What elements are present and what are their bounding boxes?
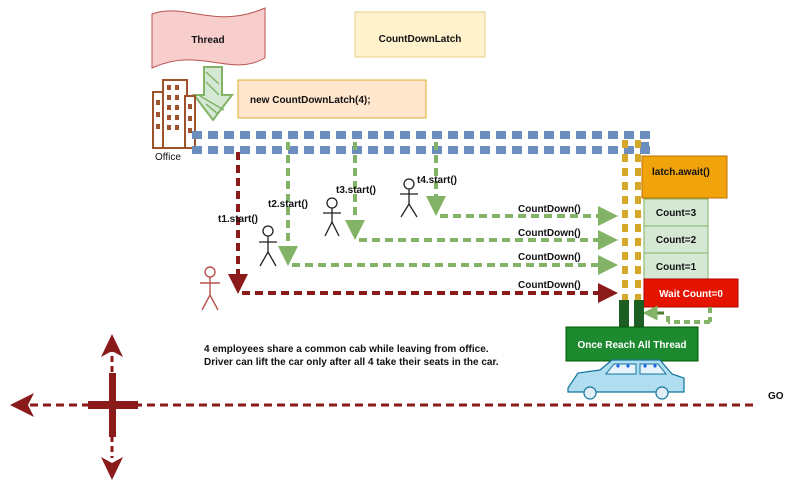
wait-count-box: Wait Count=0 [643, 278, 739, 308]
employee-t2-icon [259, 225, 277, 267]
latch-await-box: latch.await() [641, 155, 728, 199]
t1-countdown-label: CountDown() [518, 280, 581, 291]
office-building-icon [152, 79, 196, 149]
blue-dashed-band [192, 131, 650, 154]
t3-start-label: t3.start() [336, 185, 376, 196]
latch-await-label: latch.await() [652, 167, 710, 178]
count-2-label: Count=2 [656, 235, 697, 246]
caption-line-1: 4 employees share a common cab while lea… [204, 344, 489, 355]
employee-t3-icon [323, 197, 341, 237]
caption-line-2: Driver can lift the car only after all 4… [204, 357, 499, 368]
t1-start-label: t1.start() [218, 214, 258, 225]
thread-t4-path [426, 142, 618, 226]
thread-t2-path [278, 142, 618, 275]
office-label: Office [155, 152, 181, 163]
count-box-2: Count=2 [643, 225, 709, 254]
pillar-right [634, 300, 644, 328]
constructor-label: new CountDownLatch(4); [250, 95, 371, 106]
t2-countdown-label: CountDown() [518, 252, 581, 263]
count-box-3: Count=3 [643, 198, 709, 227]
employee-t4-icon [400, 178, 418, 218]
title-box: CountDownLatch [354, 11, 486, 58]
road-line [10, 393, 758, 417]
t3-countdown-label: CountDown() [518, 228, 581, 239]
thread-banner: Thread [151, 7, 266, 69]
release-box: Once Reach All Thread [565, 326, 699, 362]
count-box-1: Count=1 [643, 252, 709, 281]
release-label: Once Reach All Thread [577, 340, 686, 351]
crosshair-icon [88, 334, 138, 480]
t4-countdown-label: CountDown() [518, 204, 581, 215]
employee-t1-icon [200, 266, 220, 311]
count-1-label: Count=1 [656, 262, 697, 273]
down-arrow-icon [191, 66, 235, 122]
t4-start-label: t4.start() [417, 175, 457, 186]
thread-banner-label: Thread [191, 35, 224, 46]
release-loop-arrow [642, 305, 712, 324]
go-label: GO [768, 391, 784, 402]
count-3-label: Count=3 [656, 208, 697, 219]
wait-count-label: Wait Count=0 [659, 289, 723, 300]
pillar-left [619, 300, 629, 328]
car-icon [567, 359, 685, 400]
constructor-box: new CountDownLatch(4); [237, 79, 427, 119]
thread-t3-path [345, 142, 618, 250]
gold-dashed-columns [622, 140, 641, 300]
t2-start-label: t2.start() [268, 199, 308, 210]
page-title: CountDownLatch [379, 34, 462, 45]
thread-t1-path [228, 152, 618, 303]
